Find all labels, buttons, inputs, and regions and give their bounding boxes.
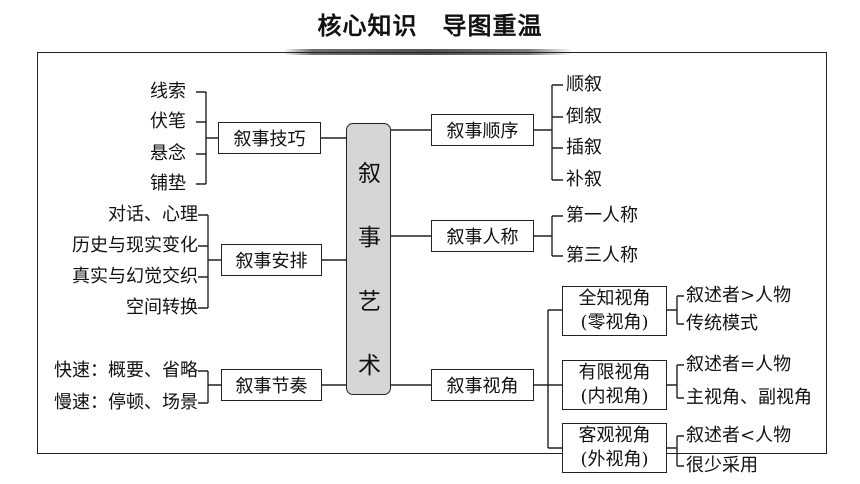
leaf-item: 第一人称 [566,205,638,226]
leaf-item: 叙述者<人物 [686,425,792,446]
leaf-item: 叙述者=人物 [686,354,792,375]
leaf-item: 传统模式 [686,313,758,334]
leaf-item: 插叙 [566,137,602,158]
leaf-item: 真实与幻觉交织 [72,266,198,287]
leaf-item: 悬念 [150,143,186,164]
node-narrative-skills: 叙事技巧 [218,122,321,154]
node-narrative-view: 叙事视角 [431,369,534,401]
node-narrative-arrangement: 叙事安排 [221,244,322,276]
leaf-item: 铺垫 [150,173,186,194]
node-sublabel: (外视角) [580,449,649,470]
leaf-item: 伏笔 [150,111,186,132]
leaf-item: 慢速：停顿、场景 [54,392,198,413]
leaf-item: 倒叙 [566,106,602,127]
node-label: 全知视角 [578,288,651,309]
leaf-item: 快速：概要、省略 [54,360,198,381]
center-char: 术 [358,353,381,379]
leaf-item: 历史与现实变化 [72,235,198,256]
leaf-item: 顺叙 [566,74,602,95]
node-objective-view: 客观视角 (外视角) [562,423,667,473]
node-omniscient-view: 全知视角 (零视角) [562,286,667,336]
leaf-item: 主视角、副视角 [686,387,812,408]
center-char: 叙 [358,161,381,187]
mindmap-frame [37,52,827,454]
node-sublabel: (内视角) [580,386,649,407]
node-label: 客观视角 [578,425,651,446]
leaf-item: 对话、心理 [108,204,198,225]
page-title: 核心知识 导图重温 [317,12,543,40]
center-char: 艺 [358,289,381,315]
leaf-item: 线索 [150,81,186,102]
leaf-item: 补叙 [566,169,602,190]
node-narrative-person: 叙事人称 [431,220,534,252]
leaf-item: 叙述者>人物 [686,285,792,306]
node-sublabel: (零视角) [580,312,649,333]
node-label: 有限视角 [578,362,651,383]
leaf-item: 很少采用 [686,455,758,476]
center-node-narrative-art: 叙 事 艺 术 [346,123,391,395]
node-narrative-rhythm: 叙事节奏 [221,369,322,401]
leaf-item: 第三人称 [566,245,638,266]
center-char: 事 [358,225,381,251]
node-narrative-order: 叙事顺序 [431,114,534,146]
node-limited-view: 有限视角 (内视角) [562,360,667,410]
leaf-item: 空间转换 [126,297,198,318]
